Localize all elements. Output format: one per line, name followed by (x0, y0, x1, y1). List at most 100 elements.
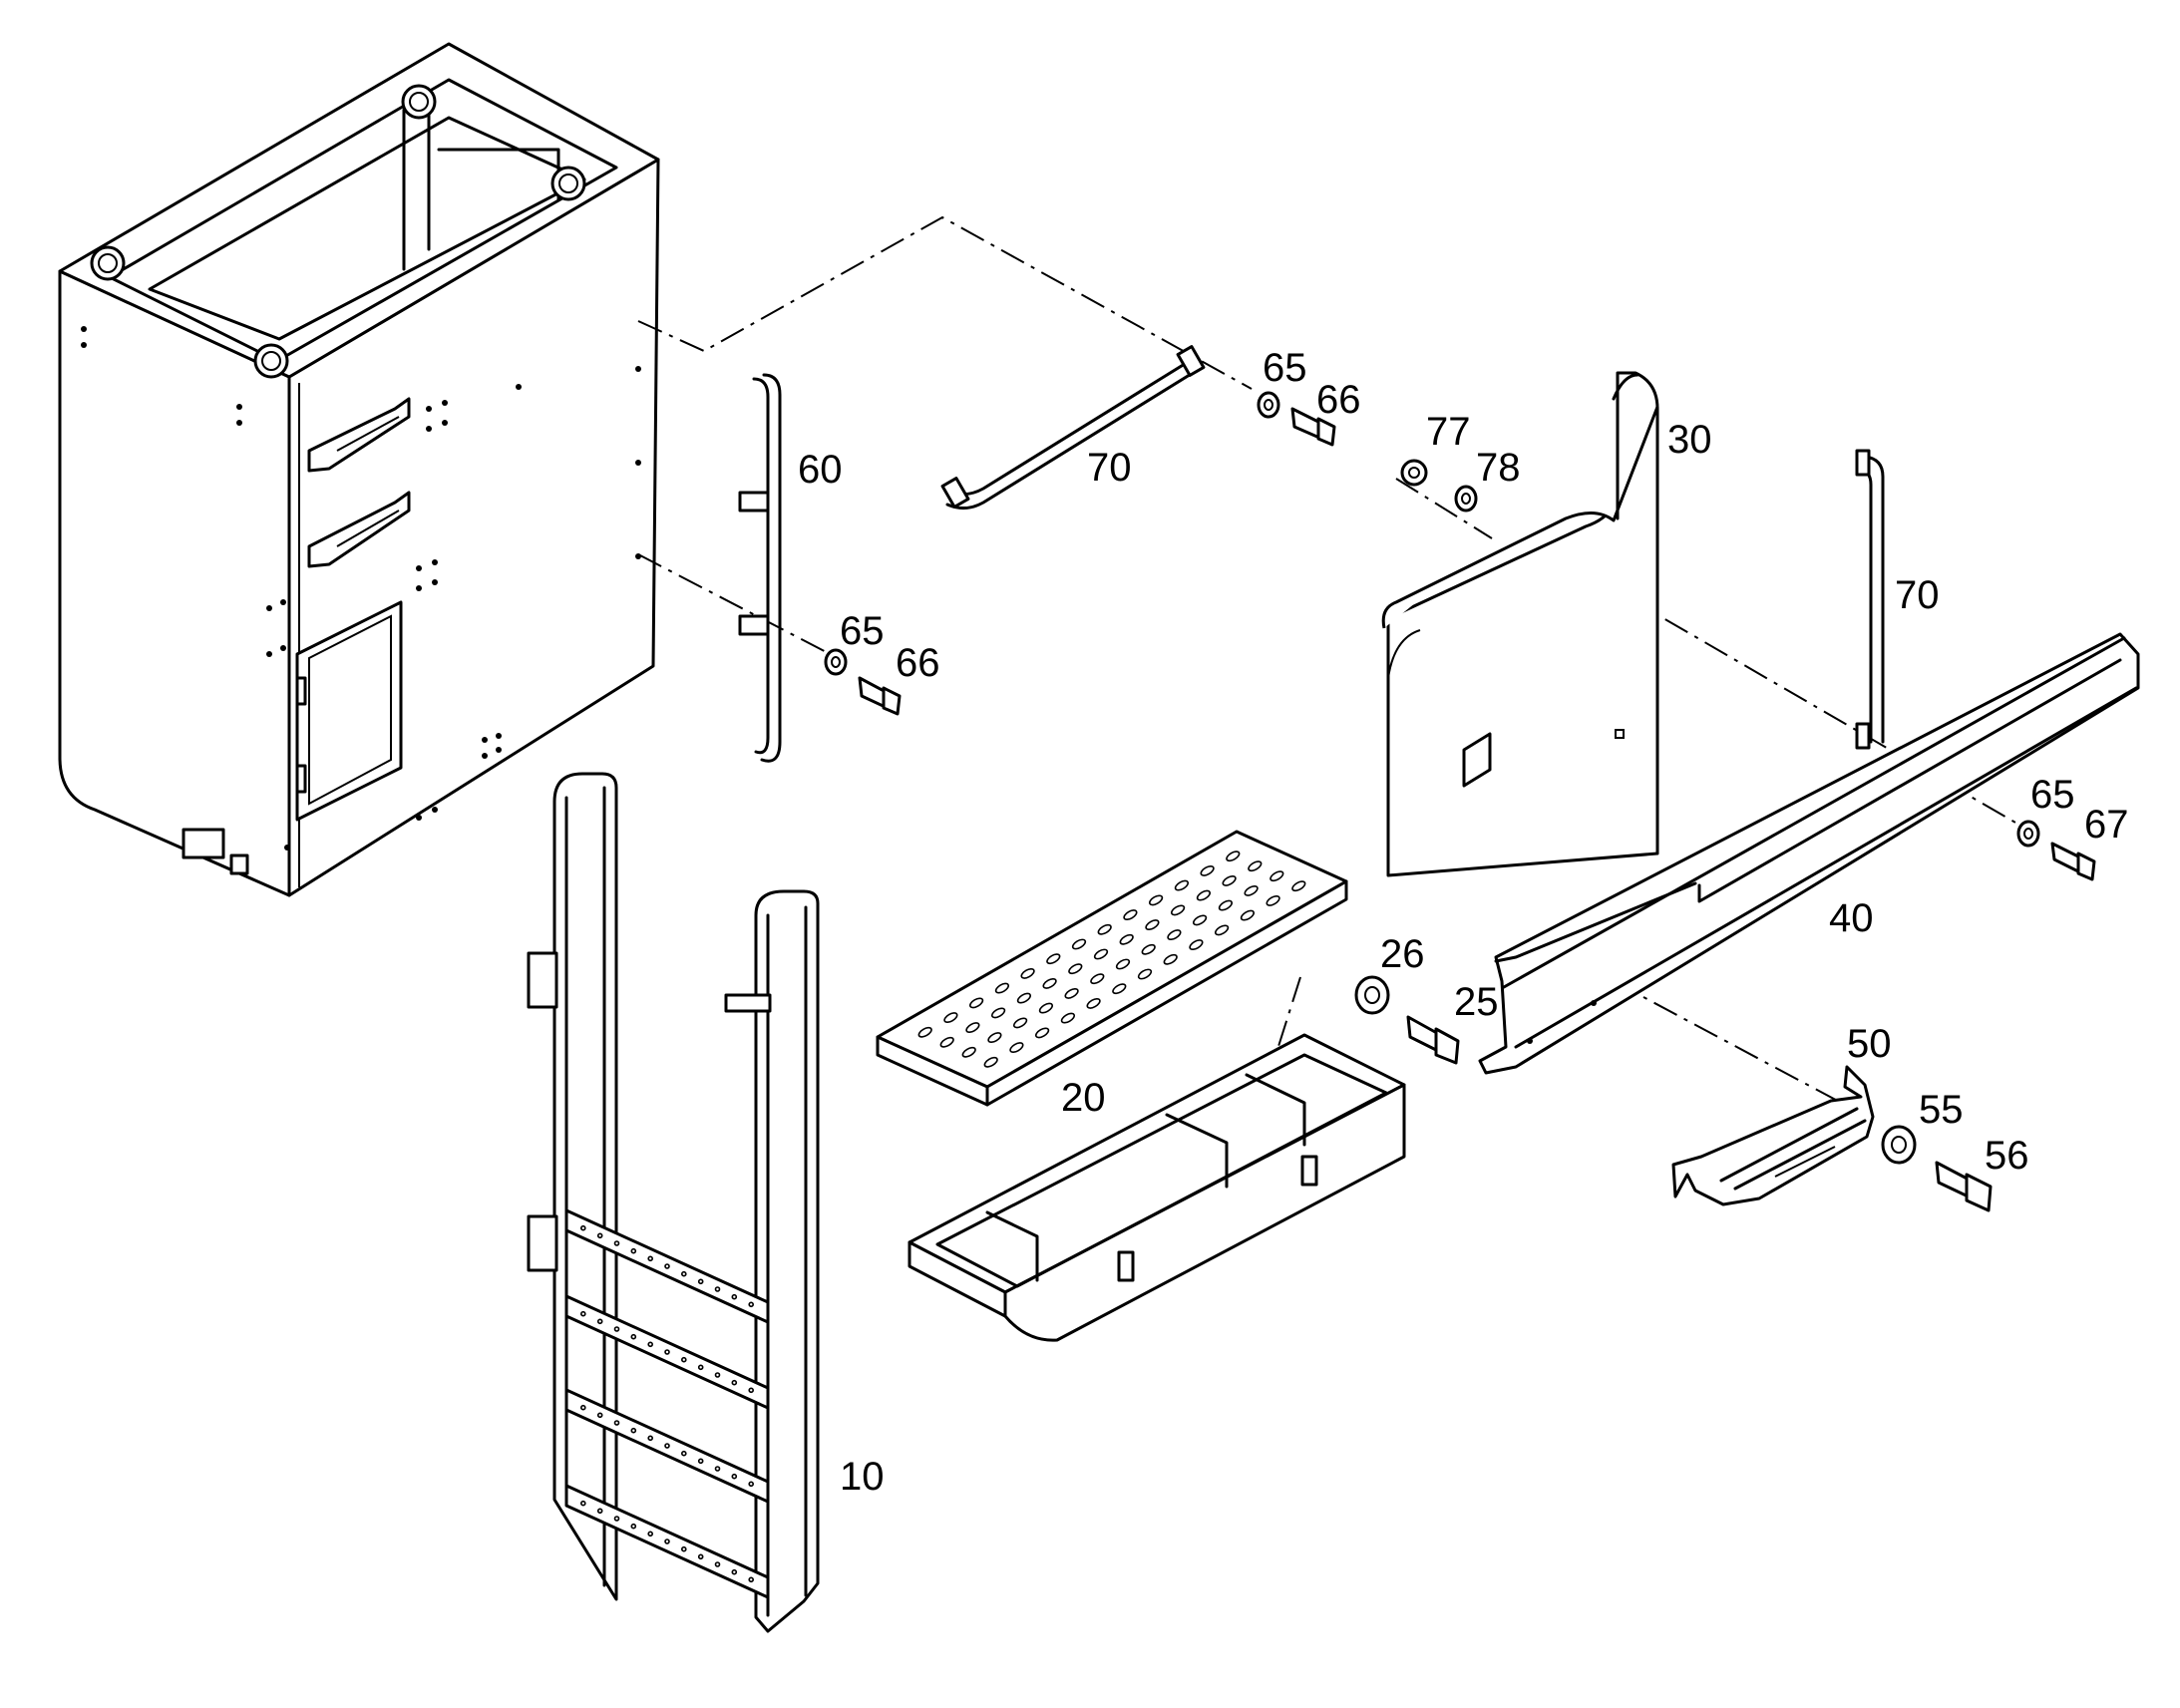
cover-panel-30 (1381, 371, 1659, 877)
callout-70-right: 70 (1895, 573, 1940, 617)
tread-hole (748, 1481, 755, 1488)
callout-30: 30 (1667, 418, 1712, 462)
tread-hole (731, 1293, 738, 1300)
tread-hole (714, 1466, 721, 1472)
grating-hole (1145, 919, 1160, 931)
callout-65-right: 65 (2030, 773, 2075, 817)
tread-hole (731, 1473, 738, 1480)
grating-hole (1060, 1012, 1076, 1024)
grating-hole (1141, 943, 1156, 955)
grating-hole (1042, 977, 1057, 989)
grating-hole (943, 1012, 958, 1024)
tread-hole (697, 1458, 704, 1465)
tread-hole (647, 1341, 654, 1348)
handrail-60 (738, 373, 782, 763)
tread-hole (630, 1427, 637, 1434)
washer-26 (1354, 975, 1390, 1015)
washer-65-lower (824, 648, 848, 676)
callout-77: 77 (1426, 410, 1471, 454)
callout-70-upper: 70 (1087, 446, 1132, 490)
tread-hole (596, 1508, 603, 1515)
tread-hole (748, 1301, 755, 1308)
callout-labels: 10 20 25 26 30 40 50 55 56 60 65 66 65 6… (798, 346, 2129, 1499)
callout-50: 50 (1847, 1022, 1892, 1066)
grating-hole (1020, 967, 1035, 979)
washer-65-upper (1257, 391, 1280, 419)
grating-hole (1034, 1027, 1050, 1039)
tread-hole (748, 1576, 755, 1583)
grating-hole (1148, 894, 1164, 906)
tread-hole (647, 1531, 654, 1537)
callout-25: 25 (1454, 980, 1499, 1024)
callout-65-upper: 65 (1263, 346, 1307, 390)
grating-hole (1189, 939, 1204, 951)
tread-hole (680, 1270, 687, 1277)
tread-hole (613, 1326, 620, 1332)
tread-hole (680, 1450, 687, 1457)
callout-26: 26 (1380, 932, 1425, 976)
tread-hole (714, 1372, 721, 1378)
bolt-67 (2050, 842, 2096, 881)
grating-hole (939, 1036, 954, 1048)
tread-hole (664, 1538, 670, 1544)
grating-hole (1266, 894, 1280, 906)
step-rail-40 (1478, 632, 2140, 1075)
tread-hole (697, 1364, 704, 1371)
grating-hole (1071, 938, 1087, 950)
callout-20: 20 (1061, 1076, 1106, 1120)
tread-hole (714, 1286, 721, 1292)
grating-hole (917, 1026, 932, 1038)
grating-hole (990, 1007, 1006, 1019)
grating-hole (965, 1022, 980, 1034)
tread-hole (579, 1224, 586, 1231)
grating-hole (983, 1056, 998, 1068)
washer-65-right (2016, 820, 2040, 848)
callout-55: 55 (1919, 1088, 1964, 1132)
grating-hole (1240, 909, 1256, 921)
tread-hole (664, 1443, 670, 1449)
grating-hole (1196, 889, 1212, 901)
bolt-66-upper (1290, 407, 1336, 447)
tread-hole (613, 1420, 620, 1426)
step-50 (1671, 1065, 1875, 1206)
grating-hole (1012, 1017, 1028, 1029)
grating-hole (1123, 909, 1138, 921)
callout-67: 67 (2084, 803, 2129, 847)
tread-hole (714, 1561, 721, 1567)
grating-hole (1064, 987, 1079, 999)
grating-hole (1016, 992, 1032, 1004)
bolt-66-lower (858, 676, 902, 716)
nut-77 (1400, 459, 1428, 487)
tread-hole (731, 1568, 738, 1575)
grating-hole (1038, 1002, 1054, 1014)
callout-56: 56 (1985, 1134, 2029, 1178)
grating-hole (1167, 929, 1182, 941)
tread-hole (748, 1387, 755, 1394)
tread-hole (596, 1232, 603, 1239)
washer-78 (1454, 485, 1478, 512)
callout-78: 78 (1476, 446, 1521, 490)
callout-66-upper: 66 (1316, 378, 1361, 422)
grating-hole (1046, 953, 1061, 965)
grating-hole (1222, 874, 1237, 886)
callout-40: 40 (1829, 896, 1874, 940)
grating-hole (968, 997, 984, 1009)
tread-hole (647, 1435, 654, 1442)
grating-hole (1068, 963, 1083, 975)
grating-hole (1174, 879, 1190, 891)
grating-hole (1170, 904, 1186, 916)
grating-hole (1137, 968, 1153, 980)
assembly-leader-lines (637, 215, 2035, 1106)
tread-hole (613, 1240, 620, 1246)
callout-65-lower: 65 (840, 609, 885, 653)
tread-hole (664, 1349, 670, 1355)
grating-hole (1115, 958, 1131, 970)
grating-hole (1093, 948, 1109, 960)
washer-55 (1881, 1125, 1917, 1165)
tread-hole (647, 1255, 654, 1262)
tray-assembly (908, 1033, 1406, 1342)
bolt-25 (1406, 1015, 1460, 1065)
tread-hole (680, 1356, 687, 1363)
grating-hole (1009, 1042, 1024, 1054)
grating-hole (1248, 860, 1263, 872)
